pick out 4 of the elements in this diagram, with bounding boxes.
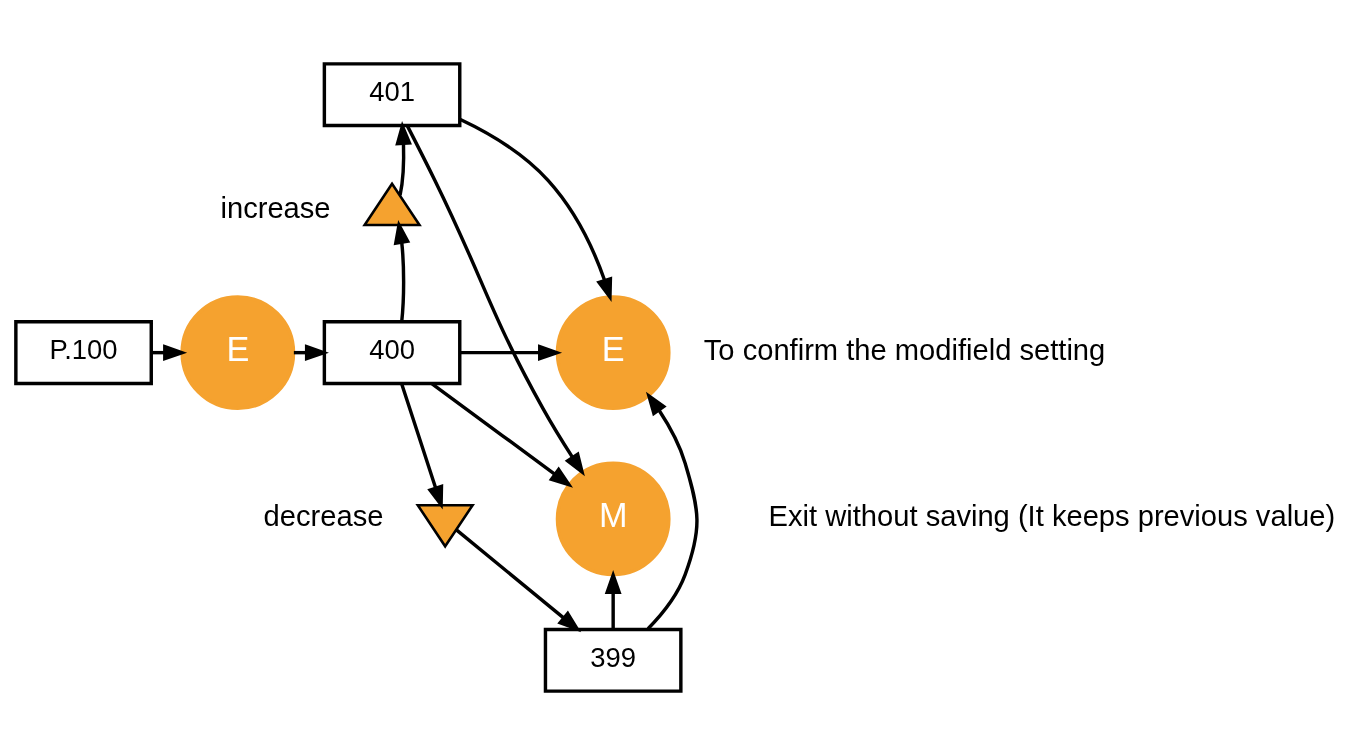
node-label: increase bbox=[220, 192, 331, 225]
node-label: Exit without saving (It keeps previous value) bbox=[768, 499, 1336, 532]
node-label: decrease bbox=[263, 499, 384, 532]
node-label: To confirm the modifield setting bbox=[703, 333, 1106, 366]
